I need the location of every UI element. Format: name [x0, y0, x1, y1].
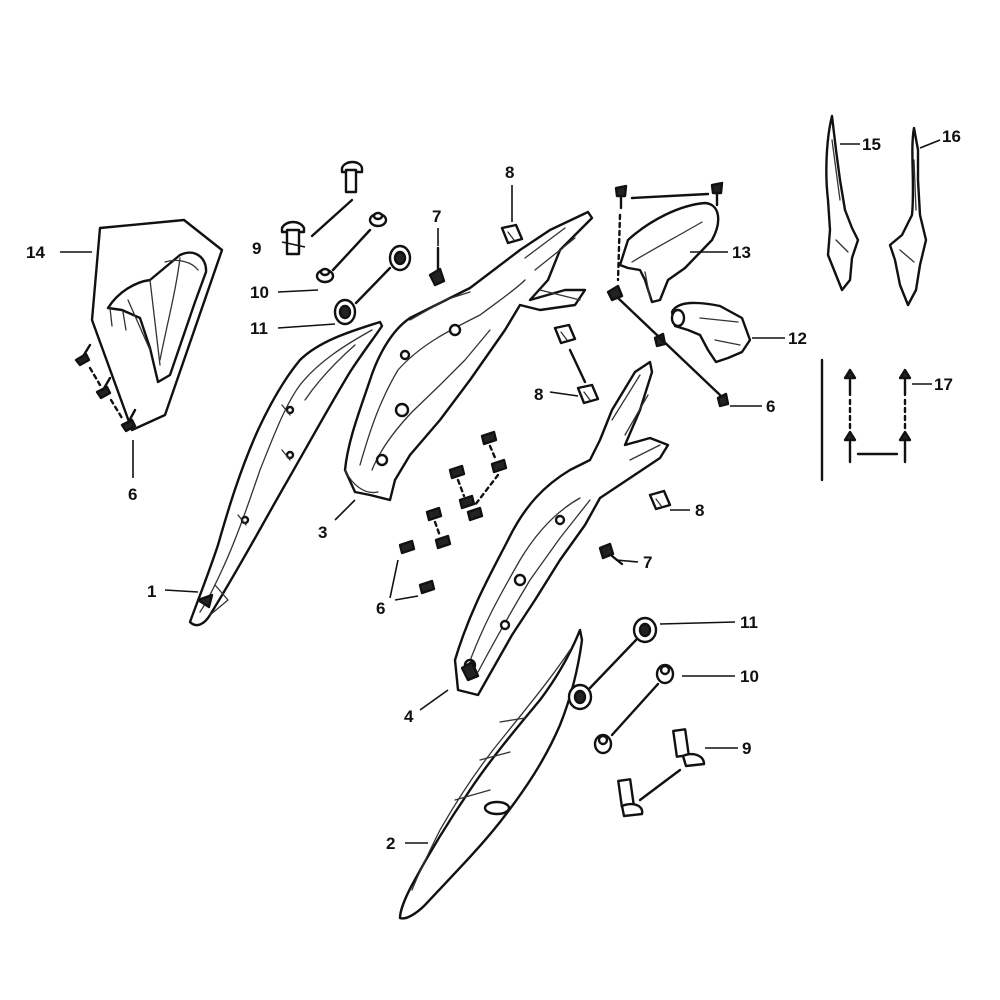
- part-9-rivets-top: [280, 160, 364, 256]
- callout-9-top: 9: [252, 239, 261, 258]
- callout-1: 1: [147, 582, 156, 601]
- part-8-clip-top: [500, 223, 524, 245]
- callout-8-mid: 8: [534, 385, 543, 404]
- part-16-handle: [888, 126, 928, 307]
- part-12-bracket: [670, 301, 752, 364]
- part-17-fasteners: [820, 358, 912, 482]
- part-7-screw-top: [428, 246, 446, 287]
- callout-11-top: 11: [250, 319, 268, 338]
- part-13-rear-cover: [618, 201, 720, 304]
- part-3-left-inner-panel: [343, 210, 594, 502]
- callout-15: 15: [862, 135, 881, 154]
- callout-10-bottom: 10: [740, 667, 759, 686]
- part-6-screws-left: [74, 343, 137, 433]
- callout-13: 13: [732, 243, 751, 262]
- callout-6-center: 6: [376, 599, 385, 618]
- callout-6-right: 6: [766, 397, 775, 416]
- part-9-rivets-bottom: [617, 728, 706, 818]
- callout-16: 16: [942, 127, 961, 146]
- part-2-right-side-cover: [398, 628, 584, 920]
- callout-9-bottom: 9: [742, 739, 751, 758]
- callout-17: 17: [934, 375, 953, 394]
- callout-labels: 14 6 1 3 9 10 11 8 7 8 13 12 6 8 7 6 4 2…: [26, 127, 961, 853]
- part-10-grommets-top: [315, 211, 388, 284]
- callout-4: 4: [404, 707, 414, 726]
- part-11-bushings-top: [333, 244, 412, 326]
- part-1-left-side-cover: [188, 320, 384, 627]
- callout-8-top: 8: [505, 163, 514, 182]
- part-6-screws-top-right: [606, 181, 730, 408]
- callout-7-right: 7: [643, 553, 652, 572]
- part-8-clip-mid: [553, 323, 600, 405]
- part-11-bushings-bottom: [567, 616, 658, 711]
- callout-10-top: 10: [250, 283, 269, 302]
- part-15-handle: [825, 114, 860, 292]
- callout-14: 14: [26, 243, 45, 262]
- callout-11-bottom: 11: [740, 613, 758, 632]
- callout-8-right: 8: [695, 501, 704, 520]
- callout-12: 12: [788, 329, 807, 348]
- part-6-screws-center: [398, 430, 508, 595]
- callout-3: 3: [318, 523, 327, 542]
- part-8-clip-right: [648, 489, 672, 511]
- callout-7-top: 7: [432, 207, 441, 226]
- part-10-grommets-bottom: [593, 663, 675, 755]
- part-14-seat-cowl: [90, 218, 224, 432]
- callout-2: 2: [386, 834, 395, 853]
- part-4-right-inner-panel: [453, 360, 670, 697]
- callout-6-left: 6: [128, 485, 137, 504]
- callout-leaders: [60, 139, 941, 844]
